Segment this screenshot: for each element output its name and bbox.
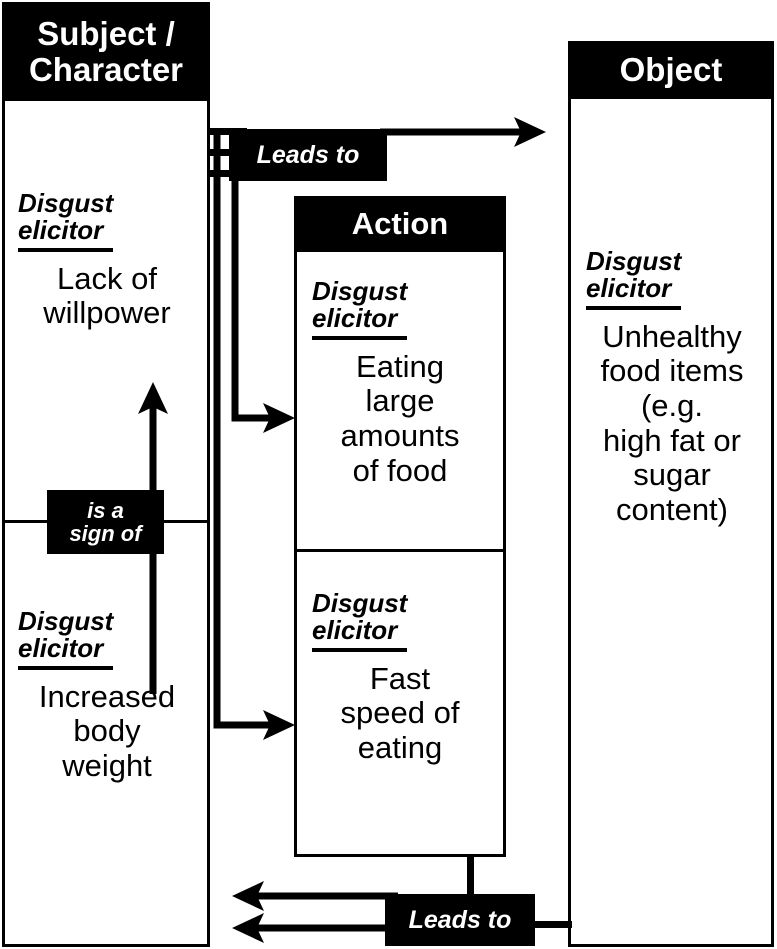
action-header-label: Action bbox=[351, 206, 449, 242]
action-item-2: Disgust elicitor Fast speed of eating bbox=[312, 589, 488, 766]
action-to-bottom-leads-to-stub bbox=[467, 855, 474, 897]
action-item-1-elicitor-label: Disgust elicitor bbox=[312, 277, 408, 340]
object-header: Object bbox=[568, 41, 774, 99]
bottom-leads-to-subject-arrow-1 bbox=[232, 881, 398, 911]
bottom-leads-to-subject-arrow-2 bbox=[232, 913, 398, 943]
subject-header-label: Subject / Character bbox=[28, 14, 184, 88]
action-item-2-elicitor-label: Disgust elicitor bbox=[312, 589, 408, 652]
leads-to-object-arrow bbox=[380, 117, 546, 147]
subject-item-2-text: Increased body weight bbox=[38, 678, 176, 784]
subject-box bbox=[2, 2, 210, 947]
leads-to-top-feeder-3 bbox=[207, 170, 247, 177]
subject-item-1: Disgust elicitor Lack of willpower bbox=[18, 189, 196, 331]
leads-to-action-arrow-2 bbox=[213, 130, 295, 740]
action-divider bbox=[294, 549, 506, 552]
action-box bbox=[294, 196, 506, 857]
leads-to-top-text: Leads to bbox=[256, 140, 360, 169]
leads-to-top-label: Leads to bbox=[229, 129, 387, 181]
leads-to-bottom-label: Leads to bbox=[385, 894, 535, 946]
is-a-sign-of-text: is a sign of bbox=[69, 497, 142, 546]
subject-item-2: Disgust elicitor Increased body weight bbox=[18, 607, 196, 784]
subject-item-1-text: Lack of willpower bbox=[43, 260, 171, 331]
bottom-leads-to-object-connector bbox=[530, 921, 572, 928]
action-item-1: Disgust elicitor Eating large amounts of… bbox=[312, 277, 488, 488]
subject-header: Subject / Character bbox=[2, 2, 210, 101]
object-item-1-elicitor-label: Disgust elicitor bbox=[586, 247, 682, 310]
subject-item-1-elicitor-label: Disgust elicitor bbox=[18, 189, 114, 252]
leads-to-top-feeder-2 bbox=[207, 149, 247, 156]
leads-to-top-feeder-1 bbox=[207, 128, 247, 135]
leads-to-action-arrow-1 bbox=[231, 130, 295, 433]
subject-item-2-elicitor-label: Disgust elicitor bbox=[18, 607, 114, 670]
leads-to-bottom-text: Leads to bbox=[408, 905, 512, 934]
object-item-1-text: Unhealthy food items (e.g. high fat or s… bbox=[600, 318, 744, 528]
action-header: Action bbox=[294, 196, 506, 252]
action-item-1-text: Eating large amounts of food bbox=[340, 348, 460, 488]
object-item-1: Disgust elicitor Unhealthy food items (e… bbox=[586, 247, 758, 528]
action-item-2-text: Fast speed of eating bbox=[340, 660, 460, 766]
object-header-label: Object bbox=[619, 51, 723, 89]
object-box bbox=[568, 41, 774, 947]
is-a-sign-of-label: is a sign of bbox=[47, 490, 164, 554]
